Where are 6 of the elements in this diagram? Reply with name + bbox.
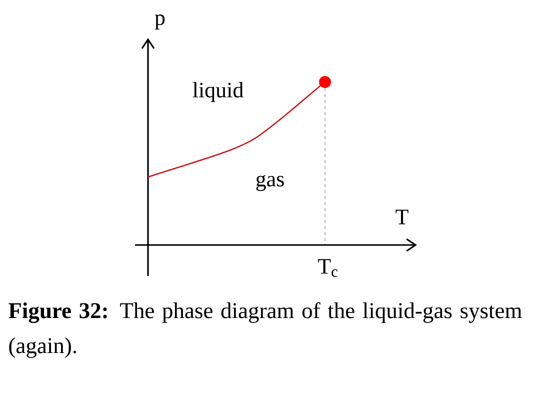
axis-label: T (396, 210, 408, 224)
tick-label: T$_{c}$ (318, 259, 338, 277)
figure-caption: Figure 32: The phase diagram of the liquid-gas system (again). (8, 302, 522, 358)
axis-label: p (154, 14, 165, 30)
region-label: gas (256, 174, 284, 192)
region-label: liquid (192, 82, 244, 102)
